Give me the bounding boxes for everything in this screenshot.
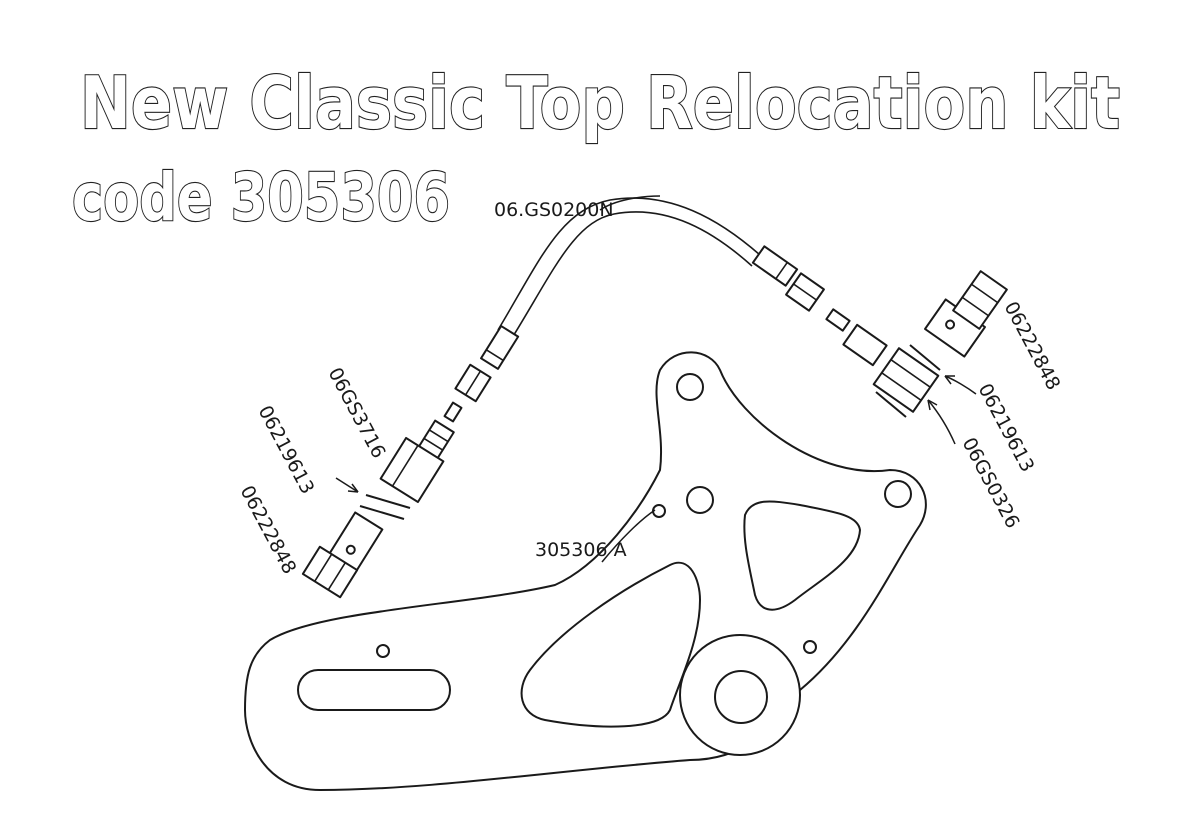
label-left-bolt: 06222848 xyxy=(236,482,301,578)
label-left-fitting: 06GS3716 xyxy=(324,364,390,462)
left-banjo-bolt xyxy=(301,511,384,599)
left-crush-washers xyxy=(359,494,411,520)
diagram-title: New Classic Top Relocation kit xyxy=(80,61,1120,145)
label-left-washer: 06219613 xyxy=(254,402,319,498)
right-banjo-fitting xyxy=(825,308,940,413)
brake-hose xyxy=(454,197,825,403)
right-banjo-bolt xyxy=(924,270,1008,358)
kit-code: code 305306 xyxy=(72,159,450,236)
label-hose: 06.GS0200N xyxy=(494,199,614,221)
caliper-bracket xyxy=(244,351,927,791)
right-crush-washers xyxy=(875,344,941,418)
left-banjo-fitting xyxy=(379,401,463,504)
label-right-bolt: 06222848 xyxy=(1000,298,1065,394)
label-bracket: 305306 A xyxy=(535,539,627,561)
